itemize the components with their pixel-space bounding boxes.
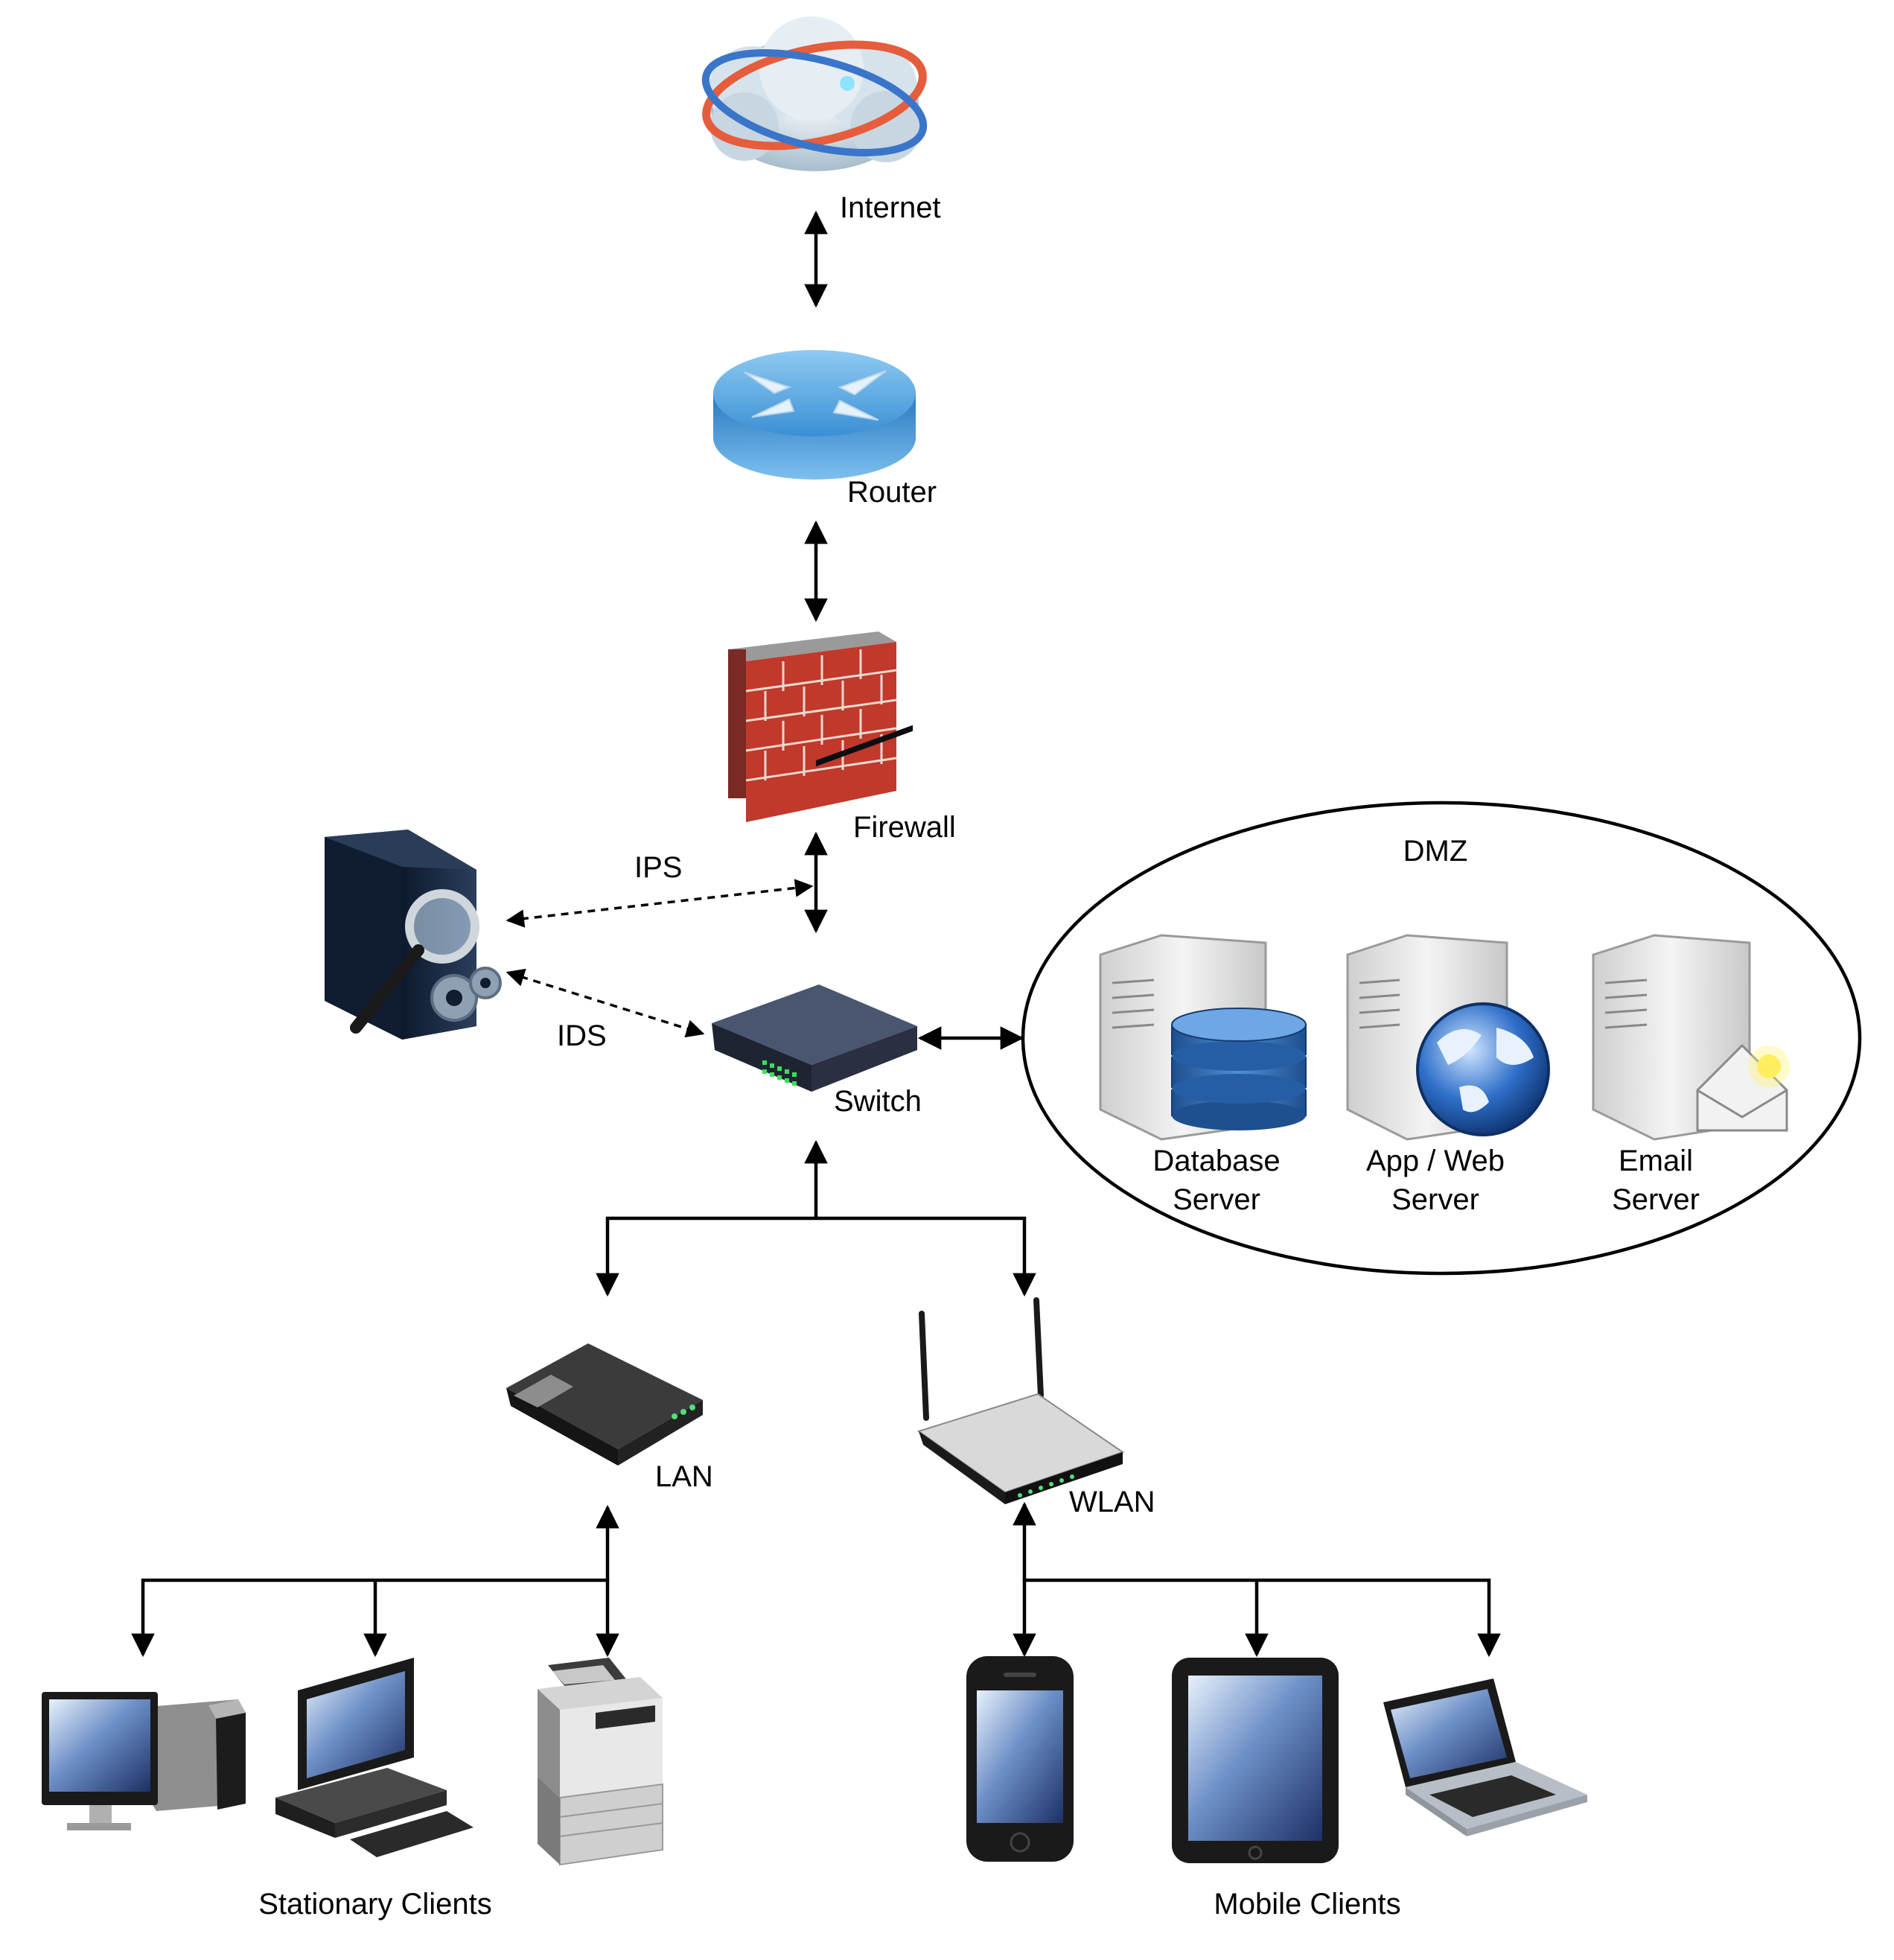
internet-label: Internet — [840, 191, 941, 224]
security-server-icon — [325, 830, 502, 1040]
wireless-router-icon — [916, 1297, 1125, 1504]
web-server-label-line1: App / Web — [1366, 1145, 1505, 1177]
desktop-tower-icon — [42, 1692, 246, 1830]
web-server-label-line2: Server — [1391, 1183, 1479, 1216]
lan-modem-icon — [506, 1343, 703, 1466]
workstation-icon — [275, 1658, 474, 1857]
labels: Internet Router Firewall IPS IDS Switch … — [258, 191, 1700, 1921]
ips-label: IPS — [634, 851, 682, 884]
dmz-zone — [1021, 801, 1862, 1276]
link-ids — [506, 968, 705, 1038]
dmz-title: DMZ — [1403, 835, 1468, 868]
switch-label: Switch — [834, 1085, 922, 1118]
firewall-icon — [728, 631, 897, 822]
web-server-icon — [1346, 934, 1550, 1141]
printer-copier-icon — [538, 1658, 663, 1866]
connectors — [131, 210, 1501, 1658]
router-label: Router — [847, 476, 937, 509]
email-server-icon — [1592, 934, 1790, 1141]
mobile-clients-label: Mobile Clients — [1214, 1888, 1400, 1921]
laptop-icon — [1383, 1679, 1587, 1836]
stationary-clients-label: Stationary Clients — [258, 1888, 491, 1921]
link-ips — [506, 879, 814, 928]
router-icon — [713, 350, 916, 480]
switch-icon — [712, 725, 917, 1092]
lan-label: LAN — [655, 1460, 713, 1493]
database-server-label-line2: Server — [1173, 1183, 1260, 1216]
tablet-icon — [1172, 1658, 1339, 1863]
smartphone-icon — [966, 1656, 1074, 1862]
firewall-label: Firewall — [853, 811, 956, 844]
wlan-label: WLAN — [1069, 1486, 1155, 1518]
internet-cloud-icon — [701, 16, 928, 171]
email-server-label-line1: Email — [1619, 1145, 1693, 1177]
ids-label: IDS — [557, 1019, 607, 1052]
link-switch-branches — [596, 1216, 1036, 1297]
email-server-label-line2: Server — [1612, 1183, 1700, 1216]
database-server-icon — [1099, 934, 1307, 1141]
database-server-label-line1: Database — [1152, 1145, 1280, 1177]
